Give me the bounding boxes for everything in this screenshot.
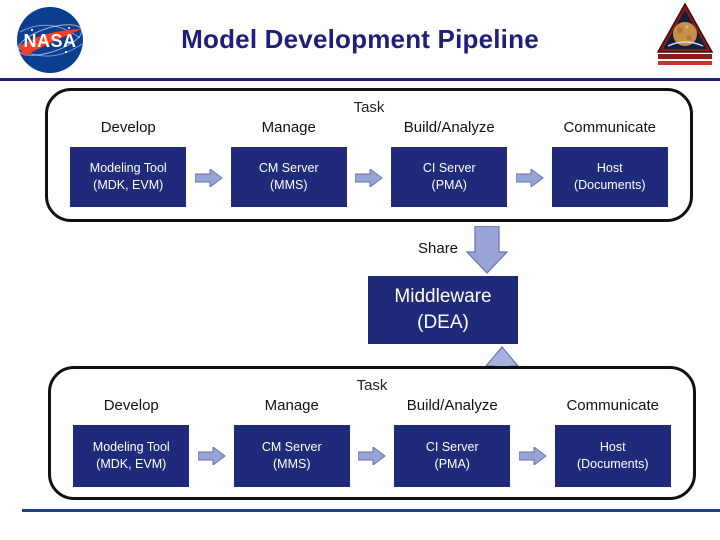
footer-divider bbox=[22, 509, 720, 512]
stage-box-cm-server-top[interactable]: CM Server (MMS) bbox=[230, 147, 347, 207]
stage-box-line1: Modeling Tool bbox=[92, 440, 170, 455]
column-header-build-analyze-bottom: Build/Analyze bbox=[406, 397, 498, 414]
middleware-line1: Middleware bbox=[394, 286, 492, 308]
stage-box-line2: (MDK, EVM) bbox=[96, 457, 167, 471]
stage-box-line2: (MMS) bbox=[273, 457, 311, 471]
stage-cell-manage-bottom: CM Server (MMS) bbox=[212, 425, 386, 487]
column-headers-top: Develop Manage Build/Analyze Communicate bbox=[48, 119, 690, 136]
header-divider bbox=[0, 78, 720, 81]
stage-box-modeling-tool-bottom[interactable]: Modeling Tool (MDK, EVM) bbox=[73, 425, 190, 487]
stage-box-host-bottom[interactable]: Host (Documents) bbox=[554, 425, 671, 487]
stage-box-line2: (PMA) bbox=[431, 178, 467, 192]
stage-box-line2: (MDK, EVM) bbox=[93, 178, 164, 192]
stage-box-line1: Host bbox=[596, 161, 623, 176]
flow-arrow-right-icon bbox=[515, 169, 544, 187]
stage-cell-manage-top: CM Server (MMS) bbox=[209, 147, 383, 207]
pipeline-panel-top: Task Develop Manage Build/Analyze Commun… bbox=[45, 88, 693, 222]
flow-arrow-right-icon bbox=[197, 447, 226, 465]
stage-box-modeling-tool-top[interactable]: Modeling Tool (MDK, EVM) bbox=[70, 147, 187, 207]
stage-box-line2: (MMS) bbox=[270, 178, 308, 192]
stage-box-host-top[interactable]: Host (Documents) bbox=[551, 147, 668, 207]
arrow-down-icon bbox=[466, 226, 508, 274]
column-header-develop-bottom: Develop bbox=[103, 397, 159, 414]
task-label-bottom: Task bbox=[356, 377, 388, 394]
stage-box-line2: (PMA) bbox=[434, 457, 470, 471]
mission-patch-logo bbox=[656, 2, 714, 74]
flow-arrow-right-icon bbox=[355, 169, 383, 187]
stage-box-line1: CM Server bbox=[258, 161, 319, 176]
column-header-develop-top: Develop bbox=[100, 119, 156, 136]
middleware-box[interactable]: Middleware (DEA) bbox=[368, 276, 518, 344]
stage-cell-communicate-top: Host (Documents) bbox=[530, 147, 691, 207]
stage-box-line1: CI Server bbox=[425, 440, 479, 455]
column-header-communicate-bottom: Communicate bbox=[566, 397, 660, 414]
column-header-manage-top: Manage bbox=[261, 119, 316, 136]
column-header-communicate-top: Communicate bbox=[563, 119, 657, 136]
stage-box-line1: Host bbox=[599, 440, 626, 455]
stage-box-cm-server-bottom[interactable]: CM Server (MMS) bbox=[233, 425, 350, 487]
stage-cell-develop-top: Modeling Tool (MDK, EVM) bbox=[48, 147, 223, 207]
svg-text:NASA: NASA bbox=[23, 31, 76, 51]
column-header-manage-bottom: Manage bbox=[264, 397, 319, 414]
stage-boxes-top: Modeling Tool (MDK, EVM) CM Server (MMS)… bbox=[48, 147, 690, 207]
flow-arrow-right-icon bbox=[518, 447, 547, 465]
stage-box-line1: CM Server bbox=[261, 440, 322, 455]
column-header-build-analyze-top: Build/Analyze bbox=[403, 119, 495, 136]
stage-cell-communicate-bottom: Host (Documents) bbox=[533, 425, 694, 487]
stage-cell-build-analyze-top: CI Server (PMA) bbox=[369, 147, 544, 207]
flow-arrow-right-icon bbox=[194, 169, 223, 187]
nasa-meatball-logo: NASA bbox=[6, 4, 102, 76]
task-label-top: Task bbox=[353, 99, 385, 116]
stage-boxes-bottom: Modeling Tool (MDK, EVM) CM Server (MMS)… bbox=[51, 425, 693, 487]
stage-box-line2: (Documents) bbox=[573, 178, 646, 192]
stage-box-line1: CI Server bbox=[422, 161, 476, 176]
stage-cell-build-analyze-bottom: CI Server (PMA) bbox=[372, 425, 547, 487]
share-label: Share bbox=[418, 240, 459, 257]
column-headers-bottom: Develop Manage Build/Analyze Communicate bbox=[51, 397, 693, 414]
flow-arrow-right-icon bbox=[358, 447, 386, 465]
stage-box-ci-server-top[interactable]: CI Server (PMA) bbox=[391, 147, 508, 207]
stage-box-ci-server-bottom[interactable]: CI Server (PMA) bbox=[394, 425, 511, 487]
middleware-line2: (DEA) bbox=[417, 312, 469, 333]
page-title: Model Development Pipeline bbox=[181, 24, 539, 54]
stage-box-line1: Modeling Tool bbox=[89, 161, 167, 176]
stage-box-line2: (Documents) bbox=[576, 457, 649, 471]
stage-cell-develop-bottom: Modeling Tool (MDK, EVM) bbox=[51, 425, 226, 487]
pipeline-panel-bottom: Task Develop Manage Build/Analyze Commun… bbox=[48, 366, 696, 500]
